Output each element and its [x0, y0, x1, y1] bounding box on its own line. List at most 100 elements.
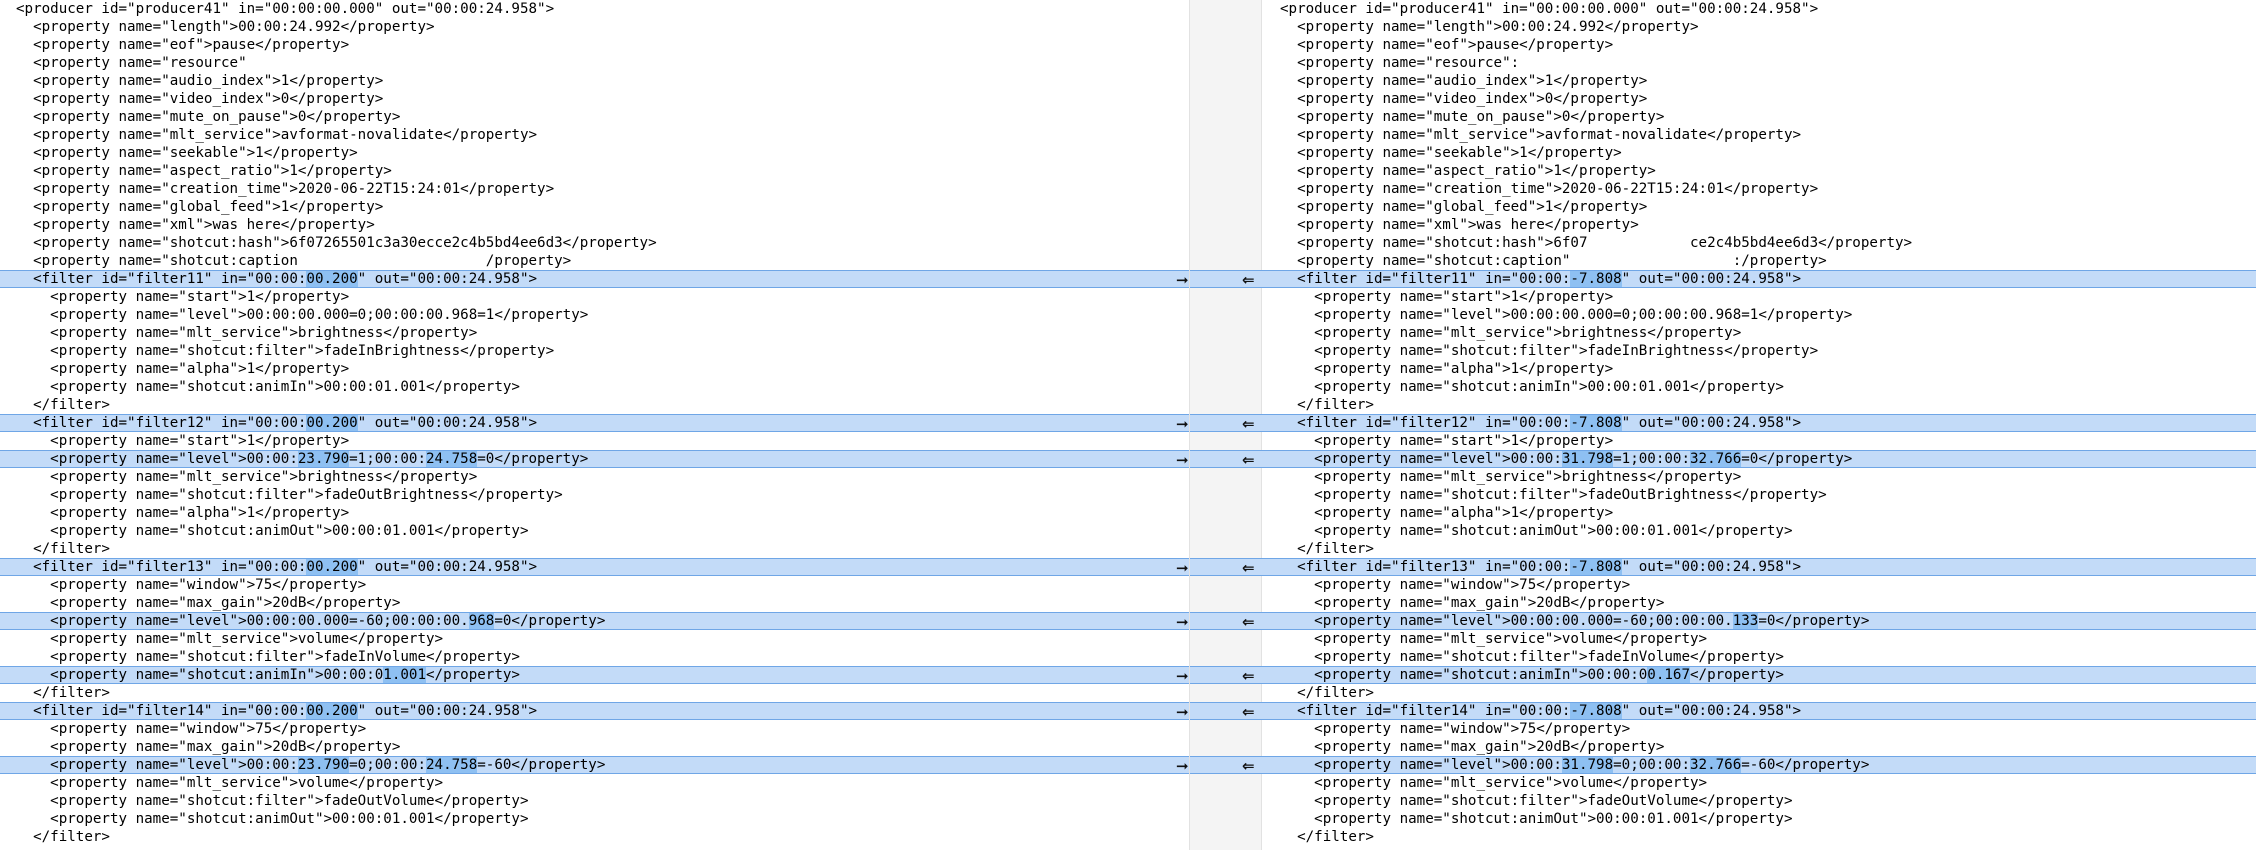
left-changed-line[interactable]: <property name="level">00:00:23.790=1;00… — [0, 450, 1189, 468]
left-code-line[interactable]: <property name="alpha">1</property> — [0, 360, 1189, 378]
left-code-line[interactable]: <property name="shotcut:animOut">00:00:0… — [0, 810, 1189, 828]
right-changed-line[interactable]: <filter id="filter13" in="00:00:-7.808" … — [1260, 558, 2256, 576]
copy-to-right-icon[interactable]: ➞ — [1176, 559, 1189, 577]
left-code-line[interactable]: <producer id="producer41" in="00:00:00.0… — [0, 0, 1189, 18]
left-changed-line[interactable]: <property name="level">00:00:00.000=-60;… — [0, 612, 1189, 630]
right-code-line[interactable]: </filter> — [1260, 828, 2256, 846]
left-code-line[interactable]: <property name="start">1</property> — [0, 288, 1189, 306]
left-changed-line[interactable]: <filter id="filter11" in="00:00:00.200" … — [0, 270, 1189, 288]
left-changed-line[interactable]: <filter id="filter12" in="00:00:00.200" … — [0, 414, 1189, 432]
right-code-line[interactable]: </filter> — [1260, 396, 2256, 414]
right-code-line[interactable]: <property name="shotcut:caption" :/prope… — [1260, 252, 2256, 270]
left-changed-line[interactable]: <filter id="filter14" in="00:00:00.200" … — [0, 702, 1189, 720]
right-code-line[interactable]: <property name="creation_time">2020-06-2… — [1260, 180, 2256, 198]
left-code-line[interactable]: </filter> — [0, 828, 1189, 846]
right-code-line[interactable]: <property name="mlt_service">volume</pro… — [1260, 774, 2256, 792]
copy-to-left-icon[interactable]: ⇐ — [1242, 757, 1255, 775]
left-code-line[interactable]: <property name="shotcut:filter">fadeOutV… — [0, 792, 1189, 810]
left-code-line[interactable]: <property name="window">75</property> — [0, 576, 1189, 594]
copy-to-right-icon[interactable]: ➞ — [1176, 757, 1189, 775]
left-code-line[interactable]: <property name="shotcut:hash">6f07265501… — [0, 234, 1189, 252]
right-code-line[interactable]: <property name="alpha">1</property> — [1260, 360, 2256, 378]
left-code-line[interactable]: <property name="length">00:00:24.992</pr… — [0, 18, 1189, 36]
right-code-line[interactable]: <property name="audio_index">1</property… — [1260, 72, 2256, 90]
left-code-line[interactable]: <property name="aspect_ratio">1</propert… — [0, 162, 1189, 180]
right-code-line[interactable]: <property name="length">00:00:24.992</pr… — [1260, 18, 2256, 36]
right-changed-line[interactable]: <property name="level">00:00:31.798=1;00… — [1260, 450, 2256, 468]
left-code-line[interactable]: <property name="max_gain">20dB</property… — [0, 738, 1189, 756]
right-code-line[interactable]: <property name="video_index">0</property… — [1260, 90, 2256, 108]
right-code-line[interactable]: <property name="shotcut:filter">fadeOutB… — [1260, 486, 2256, 504]
right-code-line[interactable]: <property name="shotcut:animOut">00:00:0… — [1260, 522, 2256, 540]
right-code-line[interactable]: <property name="shotcut:filter">fadeInVo… — [1260, 648, 2256, 666]
left-code-line[interactable]: <property name="xml">was here</property> — [0, 216, 1189, 234]
left-code-line[interactable]: <property name="shotcut:filter">fadeInBr… — [0, 342, 1189, 360]
left-changed-line[interactable]: <property name="shotcut:animIn">00:00:01… — [0, 666, 1189, 684]
right-code-line[interactable]: <property name="seekable">1</property> — [1260, 144, 2256, 162]
right-code-line[interactable]: <property name="shotcut:filter">fadeOutV… — [1260, 792, 2256, 810]
left-code-line[interactable]: <property name="mute_on_pause">0</proper… — [0, 108, 1189, 126]
left-code-line[interactable]: <property name="mlt_service">brightness<… — [0, 324, 1189, 342]
right-code-line[interactable]: <property name="shotcut:animIn">00:00:01… — [1260, 378, 2256, 396]
copy-to-right-icon[interactable]: ➞ — [1176, 703, 1189, 721]
right-changed-line[interactable]: <filter id="filter11" in="00:00:-7.808" … — [1260, 270, 2256, 288]
left-code-line[interactable]: <property name="shotcut:filter">fadeOutB… — [0, 486, 1189, 504]
right-changed-line[interactable]: <filter id="filter12" in="00:00:-7.808" … — [1260, 414, 2256, 432]
left-code-line[interactable]: <property name="shotcut:caption /propert… — [0, 252, 1189, 270]
copy-to-left-icon[interactable]: ⇐ — [1242, 451, 1255, 469]
right-code-line[interactable]: <property name="mute_on_pause">0</proper… — [1260, 108, 2256, 126]
copy-to-right-icon[interactable]: ➞ — [1176, 667, 1189, 685]
right-code-line[interactable]: <producer id="producer41" in="00:00:00.0… — [1260, 0, 2256, 18]
left-code-line[interactable]: <property name="creation_time">2020-06-2… — [0, 180, 1189, 198]
left-code-line[interactable]: <property name="mlt_service">volume</pro… — [0, 630, 1189, 648]
left-code-line[interactable]: <property name="eof">pause</property> — [0, 36, 1189, 54]
right-changed-line[interactable]: <property name="shotcut:animIn">00:00:00… — [1260, 666, 2256, 684]
right-code-line[interactable]: </filter> — [1260, 540, 2256, 558]
left-code-line[interactable]: <property name="window">75</property> — [0, 720, 1189, 738]
right-code-line[interactable]: <property name="global_feed">1</property… — [1260, 198, 2256, 216]
left-changed-line[interactable]: <filter id="filter13" in="00:00:00.200" … — [0, 558, 1189, 576]
copy-to-left-icon[interactable]: ⇐ — [1242, 271, 1255, 289]
copy-to-left-icon[interactable]: ⇐ — [1242, 415, 1255, 433]
copy-to-right-icon[interactable]: ➞ — [1176, 613, 1189, 631]
right-code-line[interactable]: <property name="mlt_service">avformat-no… — [1260, 126, 2256, 144]
copy-to-right-icon[interactable]: ➞ — [1176, 271, 1189, 289]
left-code-line[interactable]: <property name="audio_index">1</property… — [0, 72, 1189, 90]
left-code-line[interactable]: <property name="video_index">0</property… — [0, 90, 1189, 108]
right-code-line[interactable]: </filter> — [1260, 684, 2256, 702]
copy-to-left-icon[interactable]: ⇐ — [1242, 613, 1255, 631]
left-code-line[interactable]: <property name="mlt_service">avformat-no… — [0, 126, 1189, 144]
left-code-line[interactable]: <property name="resource" — [0, 54, 1189, 72]
left-code-line[interactable]: <property name="mlt_service">brightness<… — [0, 468, 1189, 486]
left-code-line[interactable]: <property name="seekable">1</property> — [0, 144, 1189, 162]
right-code-line[interactable]: <property name="mlt_service">volume</pro… — [1260, 630, 2256, 648]
copy-to-right-icon[interactable]: ➞ — [1176, 451, 1189, 469]
copy-to-left-icon[interactable]: ⇐ — [1242, 559, 1255, 577]
right-code-line[interactable]: <property name="start">1</property> — [1260, 432, 2256, 450]
right-code-line[interactable]: <property name="shotcut:animOut">00:00:0… — [1260, 810, 2256, 828]
left-code-line[interactable]: <property name="mlt_service">volume</pro… — [0, 774, 1189, 792]
left-code-line[interactable]: <property name="global_feed">1</property… — [0, 198, 1189, 216]
right-code-line[interactable]: <property name="aspect_ratio">1</propert… — [1260, 162, 2256, 180]
right-file-pane[interactable]: <producer id="producer41" in="00:00:00.0… — [1260, 0, 2256, 850]
right-code-line[interactable]: <property name="window">75</property> — [1260, 576, 2256, 594]
left-code-line[interactable]: <property name="shotcut:animOut">00:00:0… — [0, 522, 1189, 540]
right-code-line[interactable]: <property name="mlt_service">brightness<… — [1260, 324, 2256, 342]
right-code-line[interactable]: <property name="resource": — [1260, 54, 2256, 72]
left-code-line[interactable]: <property name="shotcut:animIn">00:00:01… — [0, 378, 1189, 396]
left-code-line[interactable]: <property name="shotcut:filter">fadeInVo… — [0, 648, 1189, 666]
left-code-line[interactable]: </filter> — [0, 684, 1189, 702]
left-code-line[interactable]: <property name="start">1</property> — [0, 432, 1189, 450]
left-changed-line[interactable]: <property name="level">00:00:23.790=0;00… — [0, 756, 1189, 774]
right-code-line[interactable]: <property name="eof">pause</property> — [1260, 36, 2256, 54]
right-changed-line[interactable]: <property name="level">00:00:00.000=-60;… — [1260, 612, 2256, 630]
copy-to-left-icon[interactable]: ⇐ — [1242, 703, 1255, 721]
right-code-line[interactable]: <property name="start">1</property> — [1260, 288, 2256, 306]
right-code-line[interactable]: <property name="mlt_service">brightness<… — [1260, 468, 2256, 486]
copy-to-left-icon[interactable]: ⇐ — [1242, 667, 1255, 685]
left-code-line[interactable]: <property name="max_gain">20dB</property… — [0, 594, 1189, 612]
left-code-line[interactable]: <property name="alpha">1</property> — [0, 504, 1189, 522]
right-code-line[interactable]: <property name="alpha">1</property> — [1260, 504, 2256, 522]
right-code-line[interactable]: <property name="max_gain">20dB</property… — [1260, 738, 2256, 756]
right-code-line[interactable]: <property name="level">00:00:00.000=0;00… — [1260, 306, 2256, 324]
